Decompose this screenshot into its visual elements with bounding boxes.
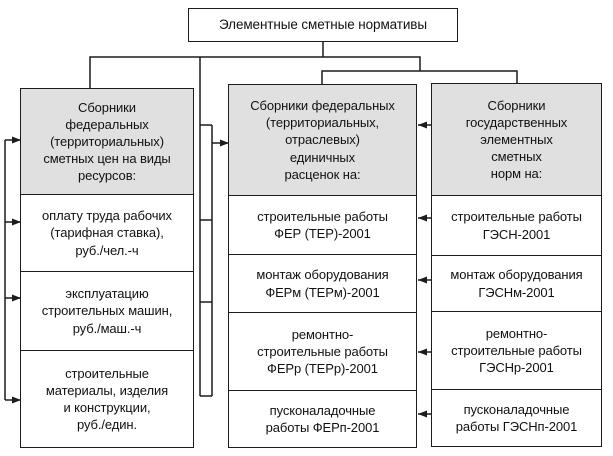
column-unit-rates: Сборники федеральных (территориальных, о… [228, 84, 417, 448]
unit-rate-construction: строительные работы ФЕР (ТЕР)-2001 [229, 195, 416, 254]
unit-rate-repair: ремонтно- строительные работы ФЕРр (ТЕРр… [229, 312, 416, 390]
unit-rates-header: Сборники федеральных (территориальных, о… [229, 85, 416, 195]
column-resource-prices: Сборники федеральных (территориальных) с… [20, 88, 194, 448]
resource-item-machines: эксплуатацию строительных машин, руб./ма… [21, 271, 193, 350]
root-title-box: Элементные сметные нормативы [188, 8, 458, 42]
resource-item-labor: оплату труда рабочих (тарифная ставка), … [21, 194, 193, 271]
state-norm-construction: строительные работы ГЭСН-2001 [432, 195, 601, 255]
tree-connector [89, 42, 518, 88]
state-norms-header: Сборники государственных элементных смет… [432, 84, 601, 195]
resource-item-materials: строительные материалы, изделия и констр… [21, 350, 193, 447]
root-title-label: Элементные сметные нормативы [219, 17, 427, 33]
state-norm-repair: ремонтно- строительные работы ГЭСНр-2001 [432, 311, 601, 389]
state-norm-commissioning: пусконаладочные работы ГЭСНп-2001 [432, 389, 601, 446]
unit-rate-equipment: монтаж оборудования ФЕРм (ТЕРм)-2001 [229, 254, 416, 312]
resource-prices-header: Сборники федеральных (территориальных) с… [21, 89, 193, 194]
column-state-norms: Сборники государственных элементных смет… [431, 83, 602, 447]
state-norm-equipment: монтаж оборудования ГЭСНм-2001 [432, 255, 601, 311]
ladder-bus [199, 57, 213, 397]
unit-rate-commissioning: пусконаладочные работы ФЕРп-2001 [229, 390, 416, 447]
